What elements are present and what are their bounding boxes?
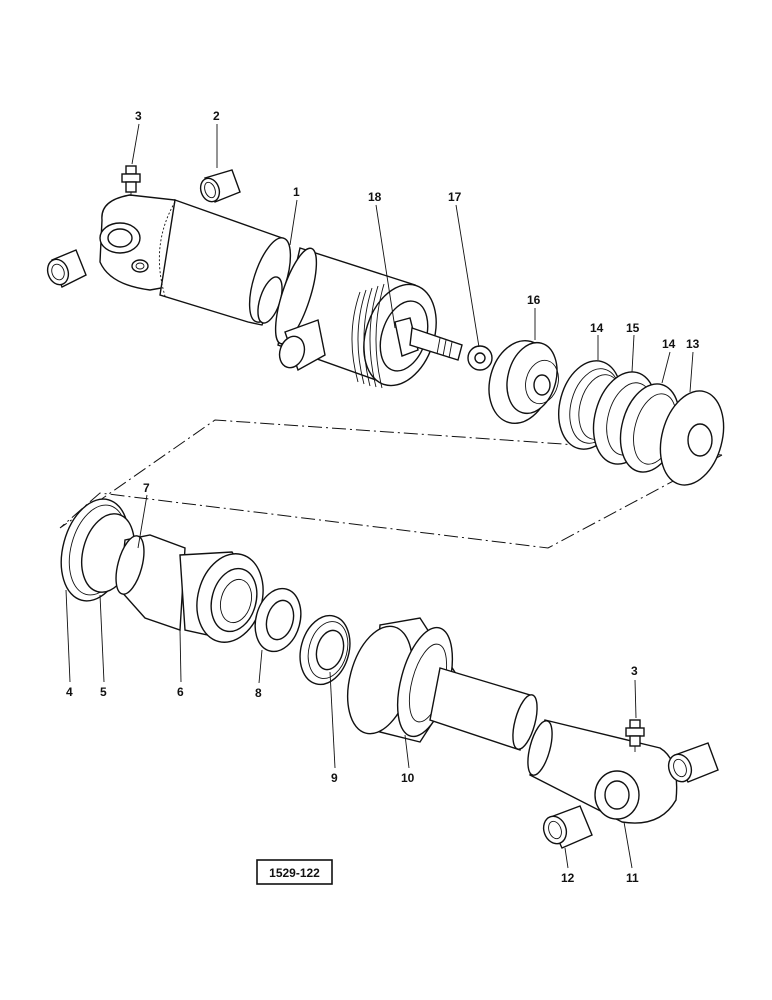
callout-3-lower: 3 xyxy=(631,664,638,678)
callout-2: 2 xyxy=(213,109,220,123)
bushing-lower-left xyxy=(542,805,593,849)
callout-18: 18 xyxy=(368,190,382,204)
backup-ring xyxy=(254,587,302,653)
callout-7: 7 xyxy=(143,481,150,495)
callout-16: 16 xyxy=(527,293,541,307)
bushing-lower-right xyxy=(667,742,719,783)
callout-10: 10 xyxy=(401,771,415,785)
callout-9: 9 xyxy=(331,771,338,785)
callout-15: 15 xyxy=(626,321,640,335)
callout-6: 6 xyxy=(177,685,184,699)
callout-1: 1 xyxy=(293,185,300,199)
callout-labels: 3 2 1 18 17 16 14 15 14 13 7 4 5 6 8 9 1… xyxy=(66,109,700,885)
grease-nipple-lower xyxy=(625,719,645,752)
piston-rod-nut xyxy=(394,317,463,361)
piston-rod xyxy=(429,667,538,751)
callout-12: 12 xyxy=(561,871,575,885)
callout-3-upper: 3 xyxy=(135,109,142,123)
rod-seal xyxy=(299,614,351,686)
cylinder-tube xyxy=(99,194,292,326)
callout-14-right: 14 xyxy=(662,337,676,351)
piston xyxy=(488,339,559,425)
rod-eye xyxy=(527,719,678,824)
bushing-upper-right xyxy=(199,169,241,203)
figure-reference-box: 1529-122 xyxy=(256,859,333,885)
callout-5: 5 xyxy=(100,685,107,699)
callout-4: 4 xyxy=(66,685,73,699)
figure-reference: 1529-122 xyxy=(269,866,320,880)
callout-8: 8 xyxy=(255,686,262,700)
guide-ring xyxy=(659,390,725,486)
callout-13: 13 xyxy=(686,337,700,351)
washer xyxy=(467,345,493,371)
leader-lines xyxy=(65,123,694,869)
callout-17: 17 xyxy=(448,190,462,204)
cylinder-head xyxy=(115,534,264,643)
piston-barrel xyxy=(274,247,437,389)
callout-14-left: 14 xyxy=(590,321,604,335)
grease-nipple-upper xyxy=(121,165,141,196)
bushing-upper-left xyxy=(46,249,87,288)
callout-11: 11 xyxy=(626,871,639,885)
